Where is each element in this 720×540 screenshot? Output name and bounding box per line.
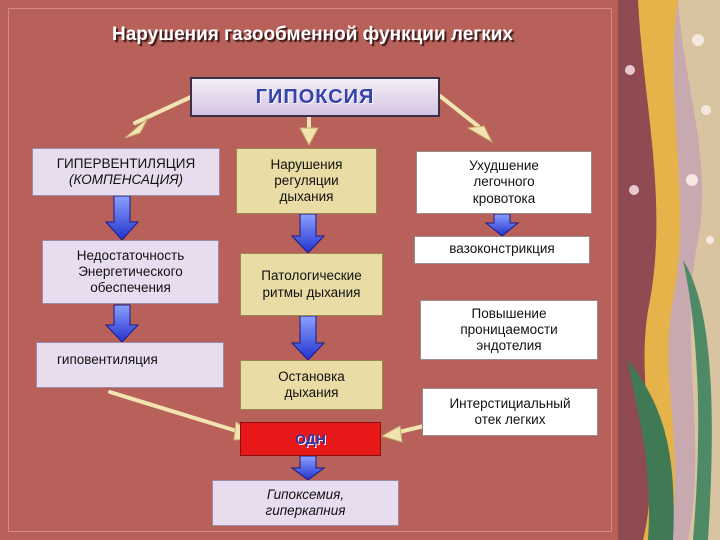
blue-arrow-left-1 [104,195,140,241]
energy-deficit-line2: Энергетического [78,263,183,279]
hyperventilation-line1: ГИПЕРВЕНТИЛЯЦИЯ [56,155,196,171]
hypoxemia-line2: гиперкапния [265,503,346,518]
hyperventilation-line2: (КОМПЕНСАЦИЯ) [68,172,184,187]
arrowhead-right [466,125,494,144]
blue-arrow-left-2 [104,304,140,343]
endothelial-permeability-line1: Повышение [471,305,547,321]
slide-title: Нарушения газообменной функции легких [112,24,513,45]
vasoconstriction-box: вазоконстрикция [414,236,590,264]
blue-arrow-center-2 [290,315,326,361]
hypoxia-box: ГИПОКСИЯ [190,77,440,117]
energy-deficit-line3: обеспечения [90,280,171,296]
pulmonary-blood-flow-line2: легочного [473,174,535,190]
odn-box: ОДН [240,422,381,456]
interstitial-edema-line2: отек легких [474,412,546,427]
breathing-regulation-line1: Нарушения [270,156,343,172]
breathing-regulation-line2: регуляции [274,172,339,188]
energy-deficit-box: Недостаточность Энергетического обеспече… [42,240,219,304]
hypoxemia-line1: Гипоксемия, [266,486,345,502]
pulmonary-blood-flow-box: Ухудшение легочного кровотока [416,151,592,214]
blue-arrow-center-3 [290,455,326,481]
hypoxemia-box: Гипоксемия, гиперкапния [212,480,399,526]
endothelial-permeability-box: Повышение проницаемости эндотелия [420,300,598,360]
slide-frame [8,8,612,532]
decorative-side-panel [618,0,720,540]
endothelial-permeability-line2: проницаемости [460,321,558,337]
arrow-hypoxia-to-left [133,94,195,125]
hypoventilation-label: гиповентиляция [57,352,158,367]
odn-label: ОДН [295,430,326,447]
vasoconstriction-label: вазоконстрикция [449,241,555,256]
respiratory-arrest-box: Остановка дыхания [240,360,383,410]
respiratory-arrest-line1: Остановка [278,368,345,384]
arrowhead-center [299,127,319,147]
hypoxia-label: ГИПОКСИЯ [255,86,375,108]
breathing-regulation-line3: дыхания [279,189,334,205]
pathological-rhythms-line2: ритмы дыхания [262,284,361,300]
interstitial-edema-line1: Интерстициальный [449,395,571,411]
respiratory-arrest-line2: дыхания [284,385,339,400]
arrowhead-left [124,117,149,139]
blue-arrow-center-1 [290,213,326,254]
pathological-rhythms-line1: Патологические [261,268,362,284]
pulmonary-blood-flow-line1: Ухудшение [469,158,539,174]
hypoventilation-box: гиповентиляция [36,342,224,388]
arrow-left-to-odn [108,390,242,434]
breathing-regulation-box: Нарушения регуляции дыхания [236,148,377,214]
arrow-hypoxia-to-right [438,94,480,128]
arrowhead-right-odn [380,425,403,443]
interstitial-edema-box: Интерстициальный отек легких [422,388,598,436]
blue-arrow-right-1 [484,213,520,237]
pathological-rhythms-box: Патологические ритмы дыхания [240,253,383,316]
endothelial-permeability-line3: эндотелия [476,338,542,354]
pulmonary-blood-flow-line3: кровотока [472,190,536,206]
energy-deficit-line1: Недостаточность [76,247,185,263]
hyperventilation-box: ГИПЕРВЕНТИЛЯЦИЯ (КОМПЕНСАЦИЯ) [32,148,220,196]
